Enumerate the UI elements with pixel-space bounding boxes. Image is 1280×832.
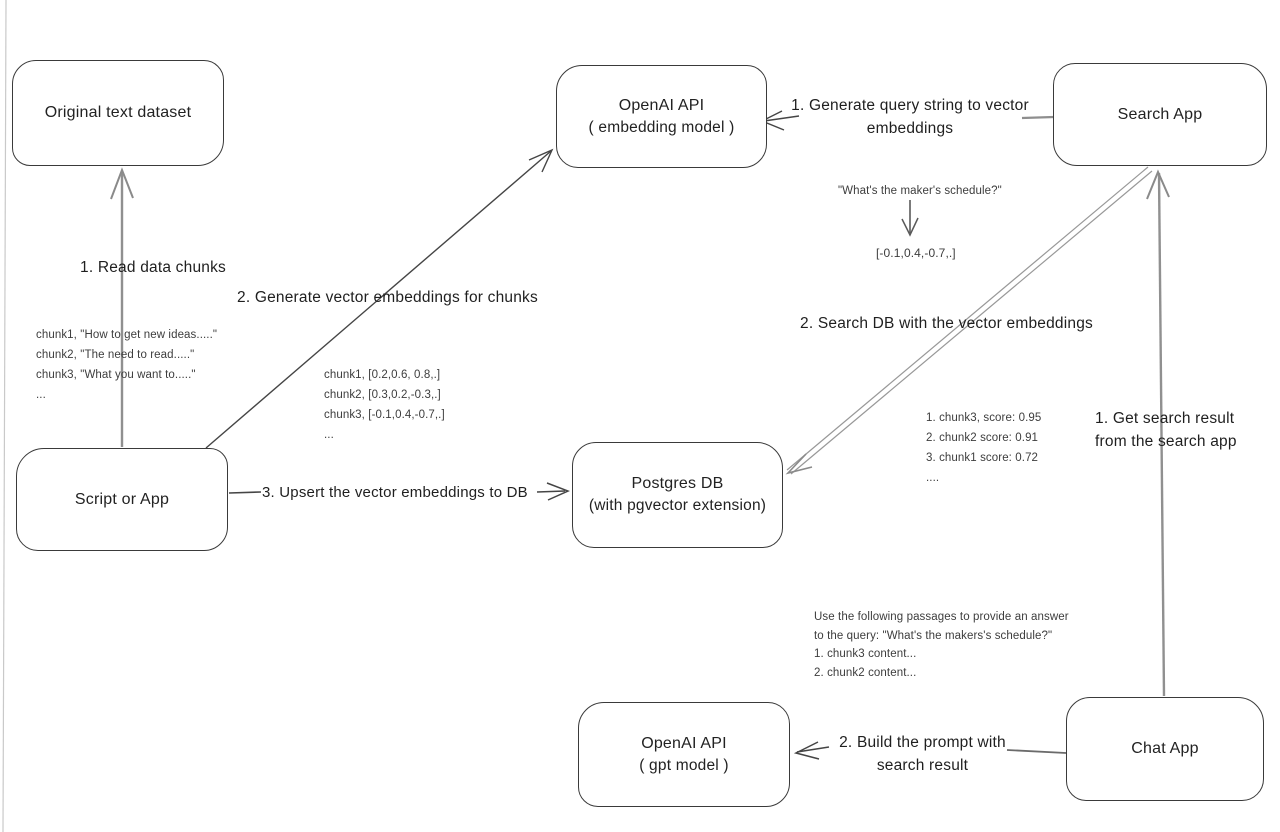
- annotation-chunk-vectors: chunk1, [0.2,0.6, 0.8,.] chunk2, [0.3,0.…: [324, 369, 445, 441]
- arrow-read-data-chunks: [110, 167, 134, 447]
- arrow-generate-embeddings: [205, 148, 554, 449]
- annotation-prompt-text: Use the following passages to provide an…: [814, 611, 1069, 679]
- page-edge-line: [2, 0, 7, 832]
- annotation-search-scores: 1. chunk3, score: 0.95 2. chunk2 score: …: [926, 412, 1042, 484]
- edge-label-search-db: 2. Search DB with the vector embeddings: [800, 315, 1093, 332]
- node-title: Postgres DB: [631, 475, 724, 492]
- node-title: Script or App: [74, 490, 170, 508]
- arrow-build-prompt: [793, 741, 1067, 760]
- arrow-get-search-result: [1146, 169, 1170, 697]
- node-openai-gpt-api: OpenAI API ( gpt model ): [578, 702, 790, 807]
- node-title: Search App: [1117, 105, 1203, 123]
- node-title: Original text dataset: [44, 104, 192, 121]
- node-search-app: Search App: [1053, 63, 1267, 166]
- node-title: OpenAI API: [641, 734, 727, 752]
- annotation-query-string: "What's the maker's schedule?": [838, 185, 1002, 197]
- annotation-query-vector: [-0.1,0.4,-0.7,.]: [876, 246, 956, 260]
- arrow-search-db: [785, 166, 1153, 475]
- edge-label-query-to-vector: 1. Generate query string to vector embed…: [791, 97, 1029, 137]
- node-title: OpenAI API: [618, 96, 705, 114]
- node-chat-app: Chat App: [1066, 697, 1264, 801]
- node-subtitle: ( gpt model ): [639, 756, 729, 774]
- edge-label-build-prompt: 2. Build the prompt with search result: [839, 734, 1006, 774]
- node-openai-embedding-api: OpenAI API ( embedding model ): [556, 65, 767, 168]
- edge-label-generate-embeddings: 2. Generate vector embeddings for chunks: [237, 289, 538, 306]
- arrow-upsert-to-db: [228, 482, 570, 501]
- node-original-text-dataset: Original text dataset: [12, 60, 224, 166]
- node-title: Chat App: [1131, 740, 1199, 757]
- edge-label-get-search-result: 1. Get search result from the search app: [1095, 410, 1237, 450]
- node-postgres-db: Postgres DB (with pgvector extension): [572, 442, 783, 548]
- edge-label-read-data-chunks: 1. Read data chunks: [80, 259, 226, 276]
- node-subtitle: ( embedding model ): [588, 118, 735, 136]
- arrow-query-string-down: [901, 200, 919, 237]
- annotation-chunk-texts: chunk1, "How to get new ideas....." chun…: [36, 329, 218, 401]
- node-script-or-app: Script or App: [16, 448, 228, 551]
- edge-label-upsert-to-db: 3. Upsert the vector embeddings to DB: [262, 484, 528, 501]
- node-subtitle: (with pgvector extension): [588, 497, 767, 514]
